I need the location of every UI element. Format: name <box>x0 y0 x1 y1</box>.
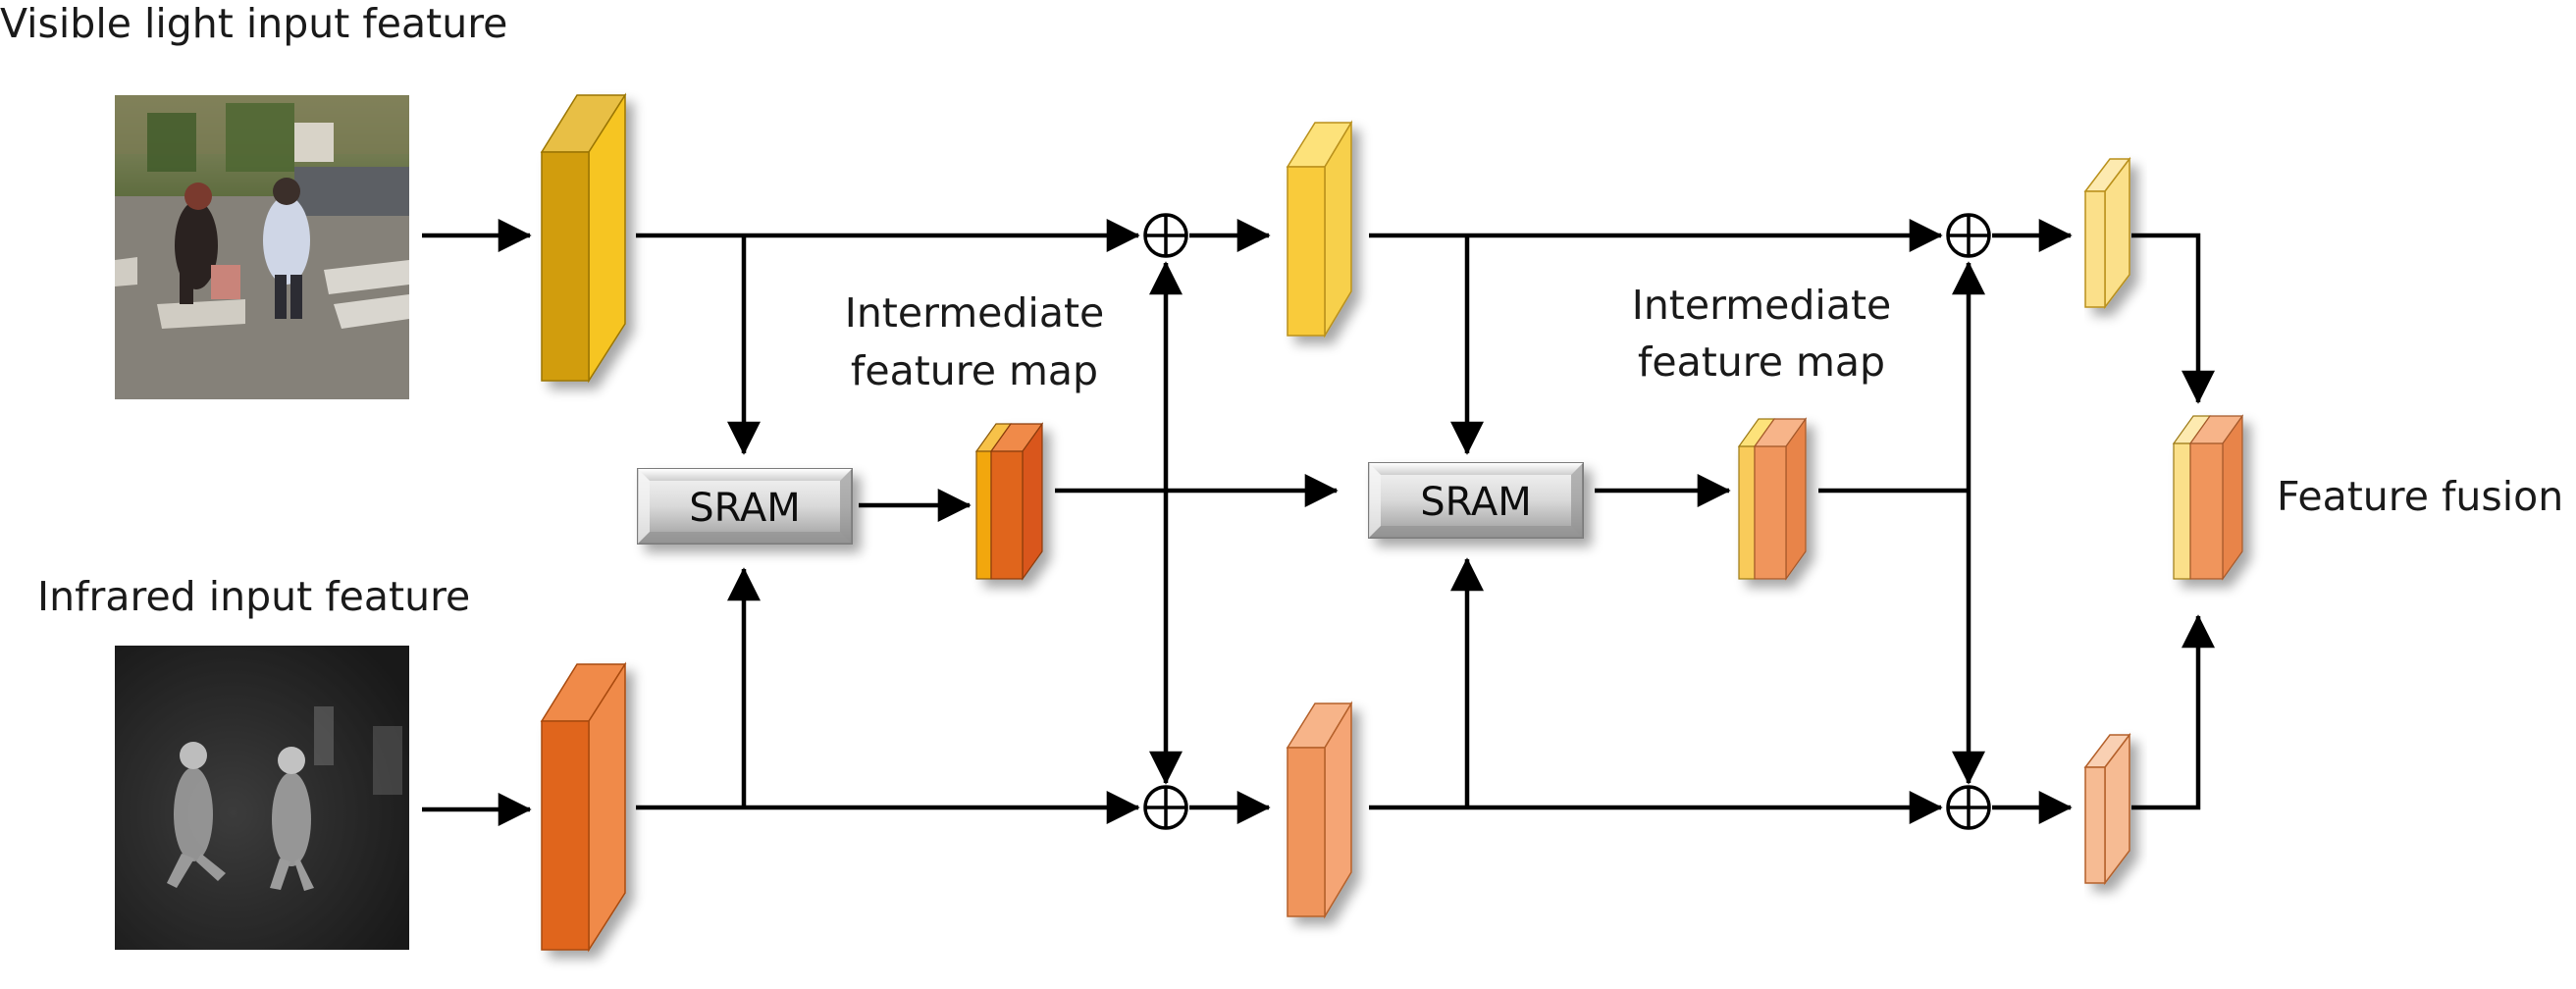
feature-fusion-label: Feature fusion <box>2277 473 2563 520</box>
connectors <box>422 219 2215 826</box>
visible-feature-block-3 <box>2083 156 2131 310</box>
infrared-feature-block-1 <box>540 661 627 953</box>
add-node-1-top <box>1143 213 1188 258</box>
visible-to-fusion <box>2131 233 2215 404</box>
infrared-to-fusion <box>2131 614 2215 810</box>
visible-feature-block-1 <box>540 92 627 384</box>
visible-feature-block-2 <box>1286 120 1353 338</box>
sram-module-2: SRAM <box>1368 462 1584 539</box>
visible-input-image <box>115 95 409 399</box>
infrared-input-image <box>115 646 409 950</box>
sram-module-1: SRAM <box>637 468 853 545</box>
fusion-feature-map <box>2172 414 2244 581</box>
add-node-2-top <box>1946 213 1991 258</box>
intermediate-label-1-line2: feature map <box>851 347 1098 394</box>
intermediate-feature-map-1 <box>974 422 1044 581</box>
add-node-1-bottom <box>1143 785 1188 830</box>
intermediate-label-1-line1: Intermediate <box>845 289 1105 337</box>
infrared-input-label: Infrared input feature <box>37 573 470 620</box>
sram-1-label: SRAM <box>689 486 800 531</box>
infrared-feature-block-3 <box>2083 732 2131 886</box>
add-node-2-bottom <box>1946 785 1991 830</box>
intermediate-label-2-line2: feature map <box>1638 338 1885 386</box>
infrared-feature-block-2 <box>1286 701 1353 919</box>
intermediate-feature-map-2 <box>1737 417 1808 581</box>
sram-2-label: SRAM <box>1420 480 1531 525</box>
visible-input-label: Visible light input feature <box>0 0 507 47</box>
intermediate-label-2-line1: Intermediate <box>1632 282 1892 329</box>
